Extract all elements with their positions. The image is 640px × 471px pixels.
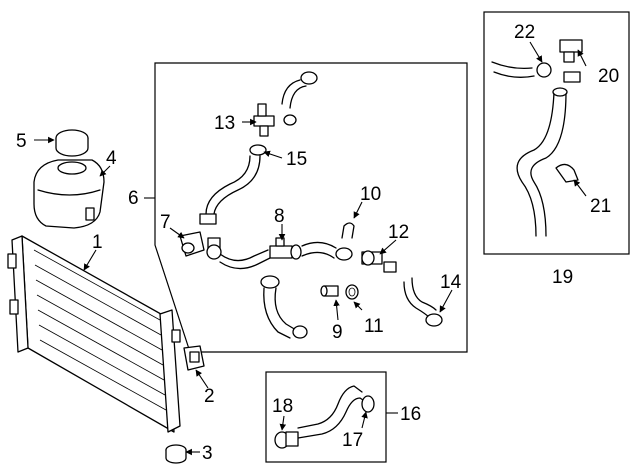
clamp-21	[555, 163, 579, 183]
callout-8: 8	[274, 206, 285, 227]
hose-group-6-frame	[154, 62, 468, 353]
callout-14: 14	[440, 272, 462, 293]
long-coolant-hose	[199, 155, 261, 225]
callout-15: 15	[286, 149, 307, 170]
fitting-7	[179, 231, 221, 257]
callout-21: 21	[590, 196, 611, 217]
radiator-mount-bushing	[165, 444, 187, 464]
callout-10: 10	[360, 184, 381, 205]
callout-7: 7	[160, 212, 171, 233]
radiator	[7, 235, 181, 433]
callout-1: 1	[92, 232, 103, 253]
callout-19: 19	[552, 267, 573, 288]
callout-2: 2	[204, 386, 215, 407]
lower-left-hose	[260, 275, 308, 339]
callout-12: 12	[388, 222, 409, 243]
lower-main-hose	[206, 244, 271, 270]
callout-20: 20	[598, 66, 619, 87]
callout-5: 5	[16, 131, 27, 152]
connector-20	[559, 39, 583, 63]
callout-6: 6	[128, 188, 139, 209]
clamp-15	[249, 144, 267, 156]
hose-22	[491, 61, 552, 78]
hose-16	[297, 385, 367, 439]
callout-18: 18	[272, 396, 293, 417]
hose-group-19-frame	[483, 11, 630, 255]
connector-8	[269, 237, 302, 260]
hose-between-8-12	[301, 241, 353, 261]
leader-lines	[34, 41, 587, 456]
callout-16: 16	[400, 404, 421, 425]
clamp-near-13	[283, 114, 297, 126]
callout-22: 22	[514, 22, 535, 43]
o-ring-11	[345, 284, 359, 300]
coolant-reservoir	[33, 159, 105, 229]
clamp-19-top	[563, 71, 581, 83]
clip-10	[341, 222, 355, 239]
clamp-17	[361, 395, 375, 413]
reservoir-cap	[55, 129, 89, 157]
bleeder-9	[320, 285, 339, 297]
radiator-mount-bracket	[183, 345, 205, 371]
connector-12	[361, 250, 397, 273]
callout-13: 13	[214, 113, 235, 134]
connector-tee-13	[253, 103, 275, 137]
main-hose-19	[516, 87, 568, 237]
callout-17: 17	[342, 430, 363, 451]
callout-11: 11	[364, 316, 384, 337]
callout-9: 9	[332, 322, 343, 343]
fitting-18	[274, 431, 299, 449]
callout-4: 4	[106, 148, 117, 169]
hose-group-16-frame	[265, 371, 387, 463]
upper-small-hose	[281, 71, 318, 109]
right-hose-14	[403, 277, 443, 327]
callout-3: 3	[202, 443, 213, 464]
